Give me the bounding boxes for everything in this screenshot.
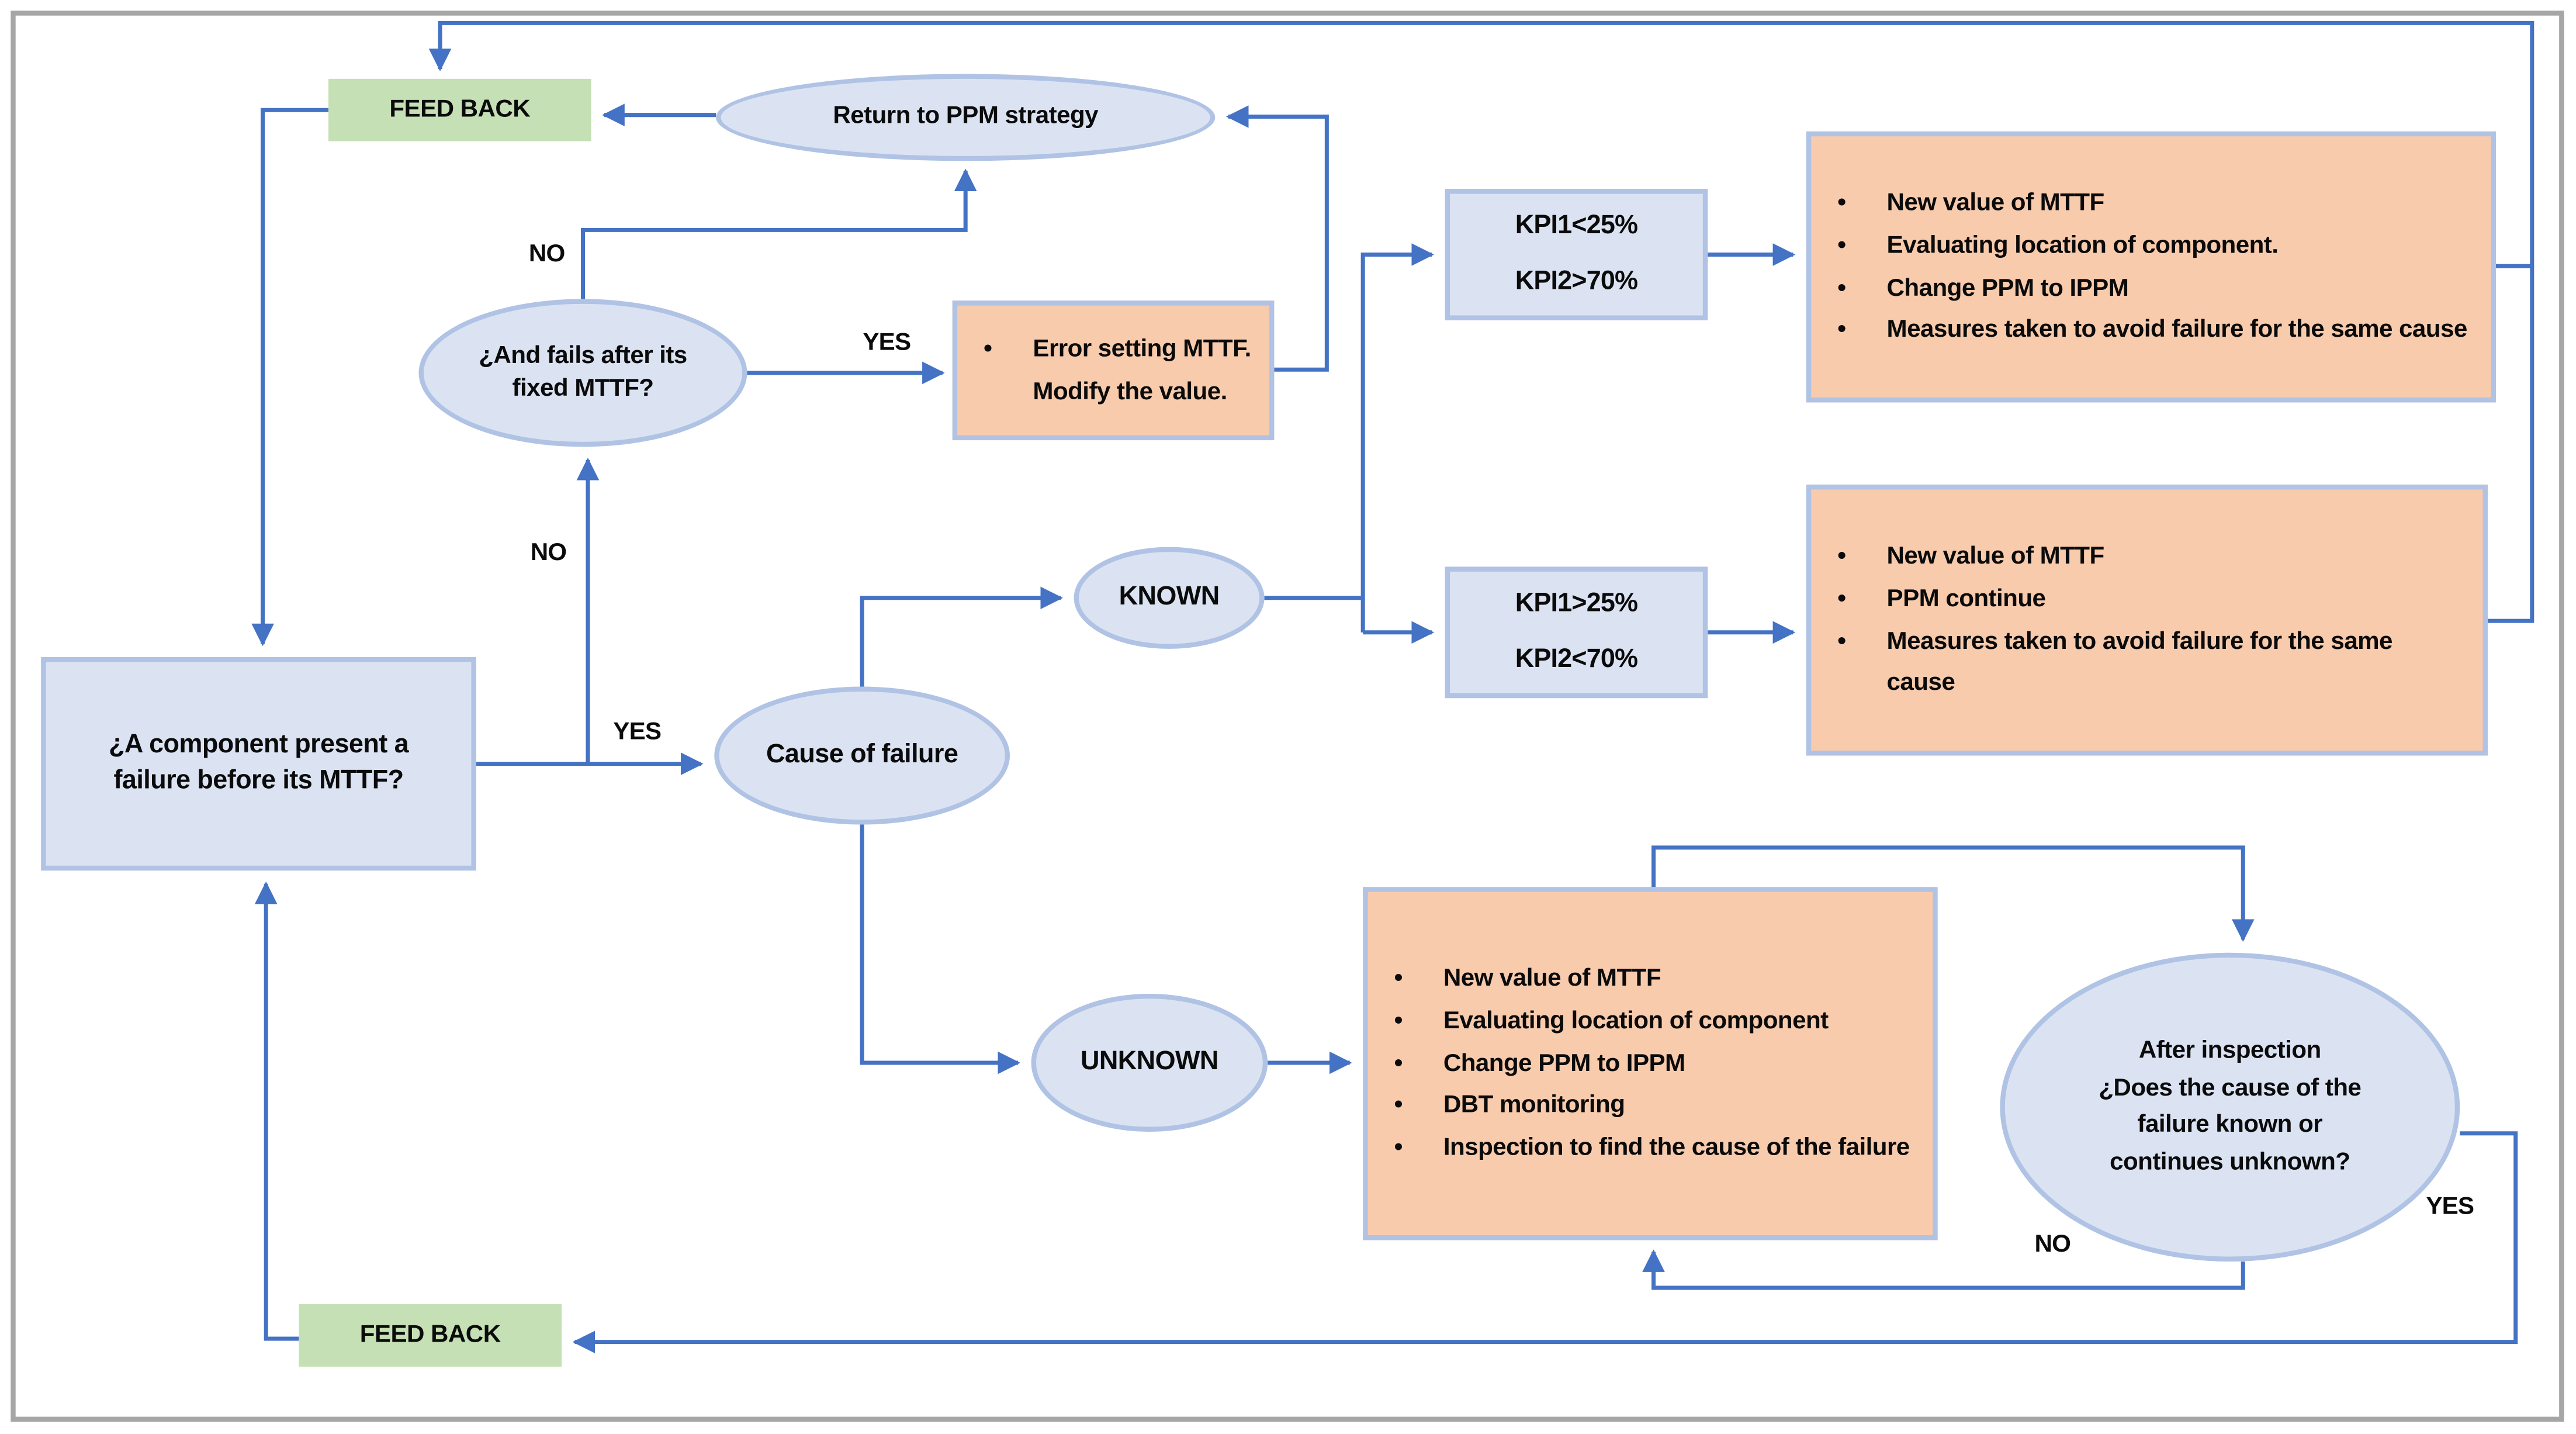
outcome-unknown-item-4: DBT monitoring (1443, 1091, 1625, 1119)
bullet-icon: • (1394, 1134, 1403, 1162)
feedback-bottom-label: FEED BACK (359, 1320, 501, 1349)
known-label: KNOWN (1119, 583, 1220, 611)
kpi-high-line-2: KPI2<70% (1515, 645, 1638, 674)
node-and-fails-question: ¿And fails after its fixed MTTF? (418, 299, 747, 447)
node-kpi-high-box: KPI1>25% KPI2<70% (1445, 566, 1708, 699)
node-main-question: ¿A component present a failure before it… (41, 656, 476, 871)
outcome-unknown-item-1: New value of MTTF (1443, 964, 1661, 993)
edge-label-yes-bottom: YES (2426, 1192, 2474, 1221)
edge-outcome-to-after (1651, 845, 2255, 942)
outcome-ippm-item-4: Measures taken to avoid failure for the … (1886, 316, 2468, 344)
node-error-setting-mttf: • Error setting MTTF. Modify the value. (952, 300, 1275, 441)
edge-label-no-bottom: NO (2034, 1230, 2071, 1259)
node-return-ppm-strategy: Return to PPM strategy (716, 74, 1216, 161)
outcome-ippm-item-1: New value of MTTF (1886, 188, 2105, 217)
bullet-icon: • (1837, 541, 1846, 570)
outcome-unknown-item-2: Evaluating location of component (1443, 1006, 1829, 1035)
node-cause-of-failure: Cause of failure (714, 686, 1010, 825)
bullet-icon: • (1837, 273, 1846, 302)
list-item: • New value of MTTF (1837, 182, 2474, 224)
edge-feedback-to-main (251, 108, 328, 647)
edge-outcomes-feedback-loop (428, 20, 2535, 268)
edge-label-yes-mid: YES (613, 717, 662, 746)
outcome-ppm-item-2: PPM continue (1886, 584, 2047, 613)
bullet-icon: • (1394, 1091, 1403, 1119)
kpi-high-line-1: KPI1>25% (1515, 590, 1638, 618)
edge-feedback-bottom-to-main (254, 881, 299, 1341)
node-kpi-low-box: KPI1<25% KPI2>70% (1445, 189, 1708, 320)
and-fails-line-2: fixed MTTF? (512, 374, 654, 403)
node-feedback-bottom: FEED BACK (299, 1304, 562, 1367)
node-outcome-unknown-cause: • New value of MTTF • Evaluating locatio… (1363, 887, 1938, 1241)
list-item: • Evaluating location of component. (1837, 224, 2474, 267)
list-item: • Evaluating location of component (1394, 1000, 1917, 1042)
edge-label-no-mid: NO (530, 538, 567, 567)
bullet-icon: • (1837, 188, 1846, 217)
cause-label: Cause of failure (766, 741, 958, 769)
edge-after-no-loop (1642, 1249, 2245, 1290)
kpi-low-line-2: KPI2>70% (1515, 268, 1638, 296)
edge-andfails-no (580, 168, 977, 299)
node-feedback-top: FEED BACK (328, 78, 591, 141)
outcome-unknown-item-3: Change PPM to IPPM (1443, 1049, 1685, 1077)
outcome-ppm-item-1: New value of MTTF (1886, 541, 2105, 570)
bullet-icon: • (1837, 626, 1846, 655)
kpi-low-line-1: KPI1<25% (1515, 212, 1638, 241)
bullet-icon: • (1837, 231, 1846, 260)
node-unknown: UNKNOWN (1031, 993, 1268, 1132)
outcome-ippm-item-2: Evaluating location of component. (1886, 231, 2279, 260)
unknown-label: UNKNOWN (1080, 1048, 1218, 1077)
after-inspection-line-2: ¿Does the cause of the (2099, 1073, 2362, 1102)
node-outcome-ppm-continue: • New value of MTTF • PPM continue • Mea… (1806, 484, 2488, 756)
outcome-unknown-item-5: Inspection to find the cause of the fail… (1443, 1134, 1910, 1162)
return-ppm-label: Return to PPM strategy (833, 102, 1099, 131)
list-item: • New value of MTTF (1394, 958, 1917, 1000)
edge-outcome-ppm-join (2487, 266, 2535, 623)
list-item: • PPM continue (1837, 578, 2466, 620)
and-fails-line-1: ¿And fails after its (479, 341, 687, 369)
after-inspection-line-1: After inspection (2138, 1036, 2321, 1065)
list-item: • Change PPM to IPPM (1837, 267, 2474, 309)
bullet-icon: • (1394, 1049, 1403, 1077)
edge-cause-to-unknown (860, 824, 1020, 1074)
edge-error-to-return (1225, 105, 1329, 372)
edge-cause-to-known (860, 586, 1064, 687)
outcome-ippm-item-3: Change PPM to IPPM (1886, 273, 2129, 302)
list-item: • Error setting MTTF. Modify the value. (984, 328, 1253, 413)
outcome-ppm-item-3: Measures taken to avoid failure for the … (1886, 626, 2393, 697)
edge-label-no-top: NO (528, 240, 565, 268)
outer-frame (11, 11, 2564, 1422)
list-item: • DBT monitoring (1394, 1085, 1917, 1127)
feedback-top-label: FEED BACK (389, 95, 531, 123)
list-item: • Inspection to find the cause of the fa… (1394, 1127, 1917, 1169)
bullet-icon: • (1837, 316, 1846, 344)
edge-after-yes-loop (572, 1131, 2518, 1353)
list-item: • Measures taken to avoid failure for th… (1837, 309, 2474, 351)
list-item: • Measures taken to avoid failure for th… (1837, 620, 2466, 705)
edge-label-yes-top: YES (863, 328, 911, 357)
node-outcome-change-ippm: • New value of MTTF • Evaluating locatio… (1806, 131, 2496, 403)
list-item: • Change PPM to IPPM (1394, 1042, 1917, 1084)
bullet-icon: • (1837, 584, 1846, 613)
edge-known-to-kpilow (1360, 243, 1435, 633)
bullet-icon: • (1394, 964, 1403, 993)
node-after-inspection-question: After inspection ¿Does the cause of the … (2000, 952, 2460, 1262)
error-item-text: Error setting MTTF. Modify the value. (1033, 334, 1251, 405)
node-known: KNOWN (1074, 547, 1265, 649)
main-question-line-1: ¿A component present a (109, 731, 409, 760)
bullet-icon: • (984, 334, 992, 363)
main-question-line-2: failure before its MTTF? (113, 767, 404, 795)
after-inspection-line-4: continues unknown? (2110, 1147, 2350, 1176)
list-item: • New value of MTTF (1837, 535, 2466, 578)
after-inspection-line-3: failure known or (2137, 1110, 2323, 1139)
bullet-icon: • (1394, 1006, 1403, 1035)
